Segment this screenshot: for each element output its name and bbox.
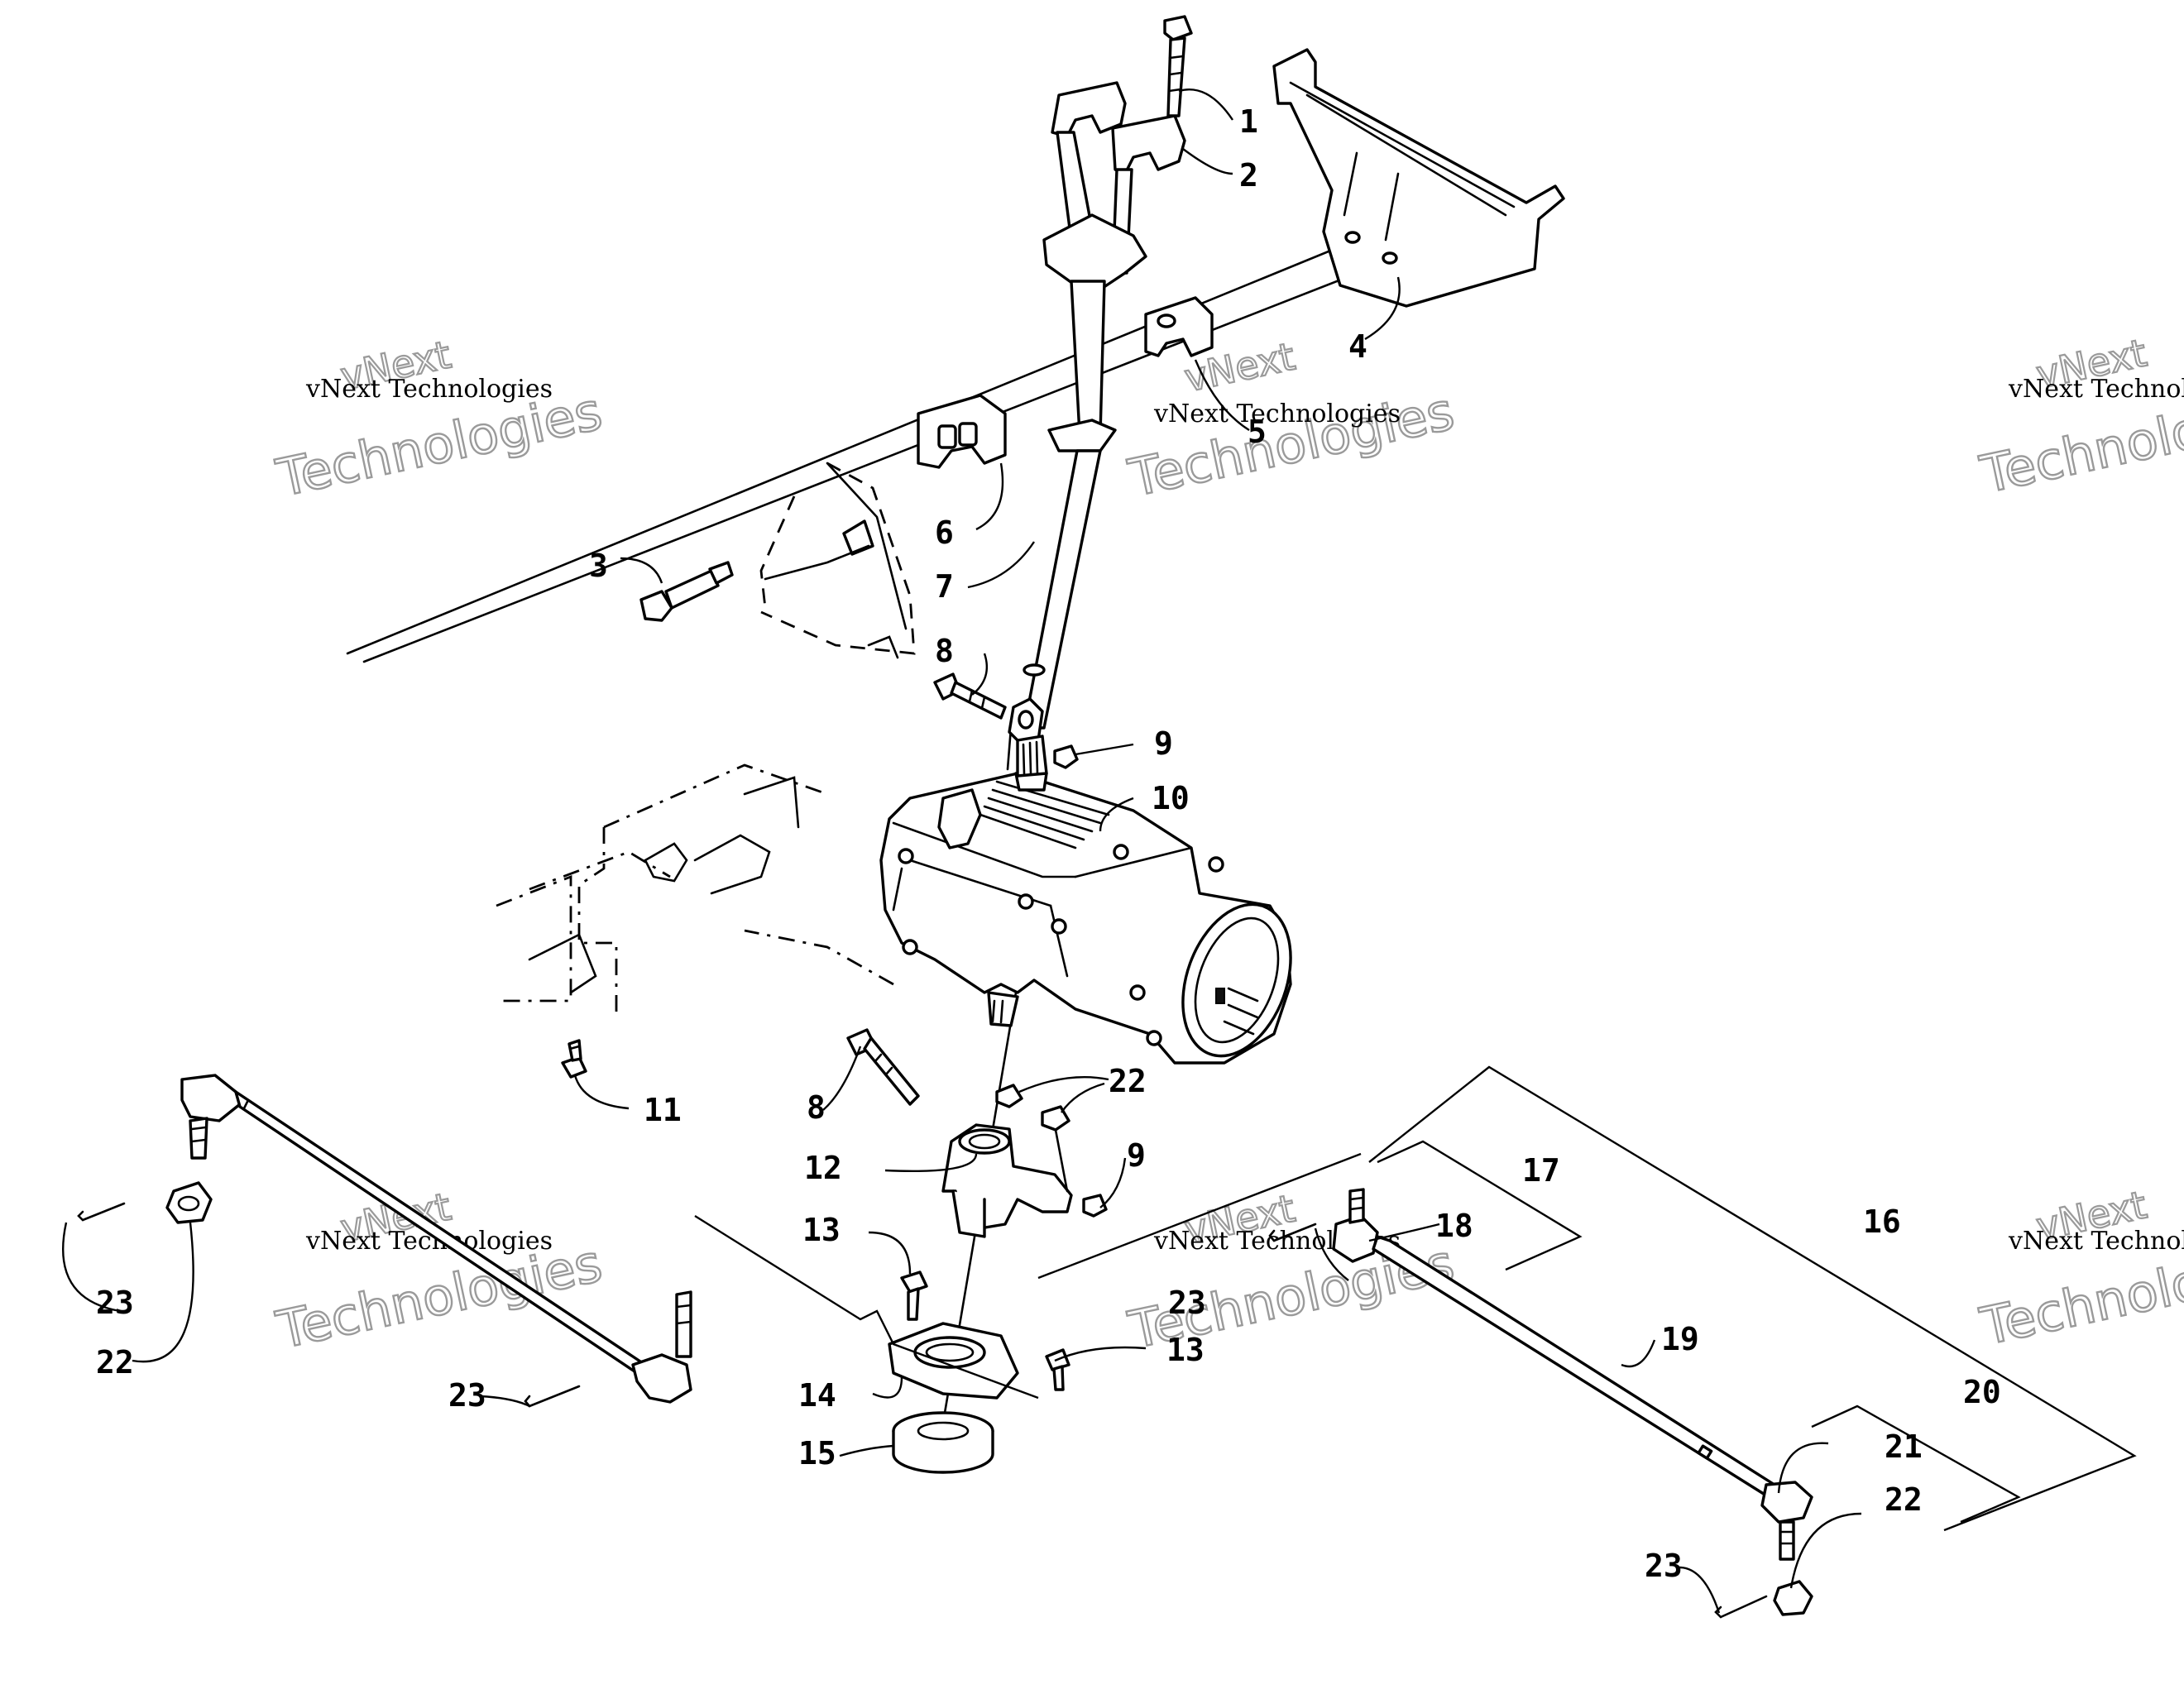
cotter-pin-23-d (1714, 1595, 1768, 1619)
callout-7: 7 (935, 568, 954, 605)
tie-rod-right (1332, 1188, 1813, 1561)
watermark-bottom-left: vNext Technologies (271, 1183, 608, 1361)
clamp-6 (917, 394, 1007, 469)
callout-18: 18 (1435, 1208, 1473, 1244)
callout-13-left: 13 (802, 1212, 841, 1248)
callout-1: 1 (1239, 103, 1258, 140)
bolt-8-lower (846, 1028, 920, 1106)
nut-22-lower-a (995, 1084, 1023, 1108)
callout-5: 5 (1248, 414, 1267, 450)
callout-16: 16 (1863, 1204, 1901, 1240)
callout-15: 15 (798, 1435, 836, 1471)
bolt-8-upper (933, 672, 1007, 720)
group-bracket-17 (1377, 1140, 1583, 1271)
callout-19: 19 (1661, 1321, 1699, 1357)
watermark-top-left: vNext Technologies (271, 331, 608, 510)
callout-labels: 1 2 3 4 5 6 7 8 9 10 11 22 8 9 12 13 13 … (96, 103, 2001, 1584)
bolt-1 (1163, 15, 1193, 117)
tie-rod-left (180, 1074, 692, 1404)
callout-17: 17 (1522, 1152, 1560, 1189)
steering-column-7 (1023, 131, 1147, 730)
callout-2: 2 (1239, 157, 1258, 194)
callout-12: 12 (804, 1150, 842, 1186)
callout-23-left-b: 23 (448, 1377, 486, 1414)
nut-22-tierod-left (165, 1181, 213, 1224)
callout-9-upper: 9 (1154, 725, 1173, 762)
nut-22-tierod-right (1773, 1580, 1813, 1616)
watermark-line2: vNext Technologies (305, 375, 553, 404)
callout-23-left-a: 23 (96, 1285, 134, 1321)
callout-11: 11 (644, 1092, 682, 1128)
bolt-3 (639, 561, 734, 622)
pitman-arm-12 (941, 1123, 1073, 1238)
nut-9-upper (1053, 744, 1079, 769)
callout-8-upper: 8 (935, 633, 954, 669)
bolt-13-left (900, 1270, 928, 1321)
group-bracket-20 (1811, 1404, 2021, 1524)
leader-lines (62, 89, 1862, 1614)
callout-8-lower: 8 (807, 1089, 826, 1126)
eps-unit-10 (879, 735, 1292, 1065)
callout-23-center: 23 (1168, 1285, 1206, 1321)
callout-10: 10 (1152, 780, 1190, 816)
bearing-15 (892, 1411, 994, 1474)
handlebar-clamp-upper (1051, 81, 1186, 175)
callout-22-tierod-left: 22 (96, 1344, 134, 1381)
callout-20: 20 (1963, 1374, 2001, 1410)
callout-14: 14 (798, 1377, 836, 1414)
callout-23-right: 23 (1645, 1548, 1683, 1584)
frame-ghost-left (496, 763, 894, 1017)
callout-6: 6 (935, 514, 954, 551)
clamp-5 (1144, 296, 1214, 357)
group-bracket-left (694, 1214, 1039, 1400)
cotter-pin-23-c (1268, 1223, 1317, 1242)
bolt-11 (561, 1039, 587, 1079)
callout-9-lower: 9 (1127, 1137, 1146, 1174)
mounting-bracket-4 (1272, 48, 1565, 308)
callout-4: 4 (1348, 328, 1367, 365)
cotter-pin-23-b (524, 1385, 581, 1408)
watermark-line2: vNext Technologies (2008, 1227, 2184, 1256)
group-bracket-16 (1037, 1065, 2137, 1532)
callout-21: 21 (1885, 1428, 1923, 1465)
watermark-line2: vNext Technologies (2008, 375, 2184, 404)
bearing-housing-14 (888, 1322, 1019, 1400)
callout-13-right: 13 (1166, 1332, 1205, 1368)
callout-22-tierod-right: 22 (1885, 1481, 1923, 1518)
watermark-line2: vNext Technologies (1153, 400, 1401, 428)
cotter-pin-23-a (77, 1202, 126, 1222)
frame-mount-ghost (759, 462, 916, 659)
callout-22-pitman: 22 (1109, 1063, 1147, 1099)
nut-9-lower (1082, 1194, 1108, 1218)
callout-3: 3 (589, 548, 608, 584)
